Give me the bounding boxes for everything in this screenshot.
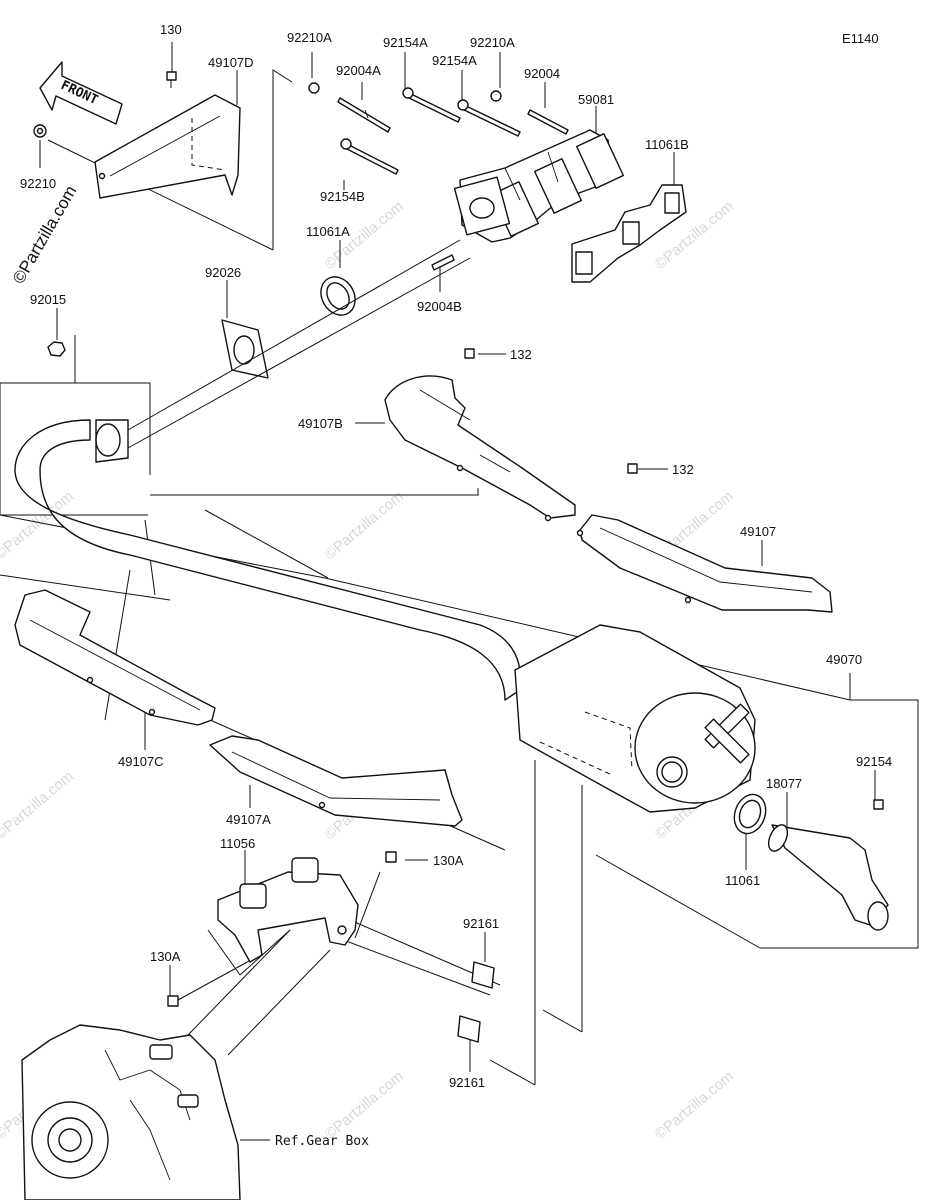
- part-label: 92210: [20, 176, 56, 191]
- part-label: 130: [160, 22, 182, 37]
- part-label: 92161: [449, 1075, 485, 1090]
- nut-92210a: [308, 82, 502, 102]
- gasket-11061a: [320, 276, 356, 316]
- watermark: ©Partzilla.com: [652, 1068, 737, 1143]
- part-label: 49107A: [226, 812, 271, 827]
- exhaust-manifold-59081: [453, 129, 625, 243]
- watermark: ©Partzilla.com: [0, 768, 77, 843]
- part-label: 130A: [150, 949, 181, 964]
- heat-shield-49107c: [14, 589, 216, 726]
- exhaust-pipe: [14, 239, 521, 701]
- part-label: 132: [510, 347, 532, 362]
- spark-arrester-18077: [767, 824, 889, 931]
- bolt-92154: [873, 799, 884, 810]
- part-label: 130A: [433, 853, 464, 868]
- watermark: ©Partzilla.com: [322, 1068, 407, 1143]
- bolt-92004a: [337, 97, 391, 133]
- watermark: ©Partzilla.com: [322, 488, 407, 563]
- part-label: 11056: [220, 836, 255, 851]
- part-label: 11061: [725, 873, 760, 888]
- part-label: 92004A: [336, 63, 381, 78]
- heat-shield-49107d: [94, 94, 241, 199]
- ref-gear-box-note: Ref.Gear Box: [275, 1134, 369, 1149]
- bolt-130a: [167, 851, 397, 1007]
- front-arrow-icon: FRONT: [39, 61, 123, 125]
- part-label: 92154A: [383, 35, 428, 50]
- bushing-92161: [457, 961, 495, 1043]
- part-label: 59081: [578, 92, 614, 107]
- part-label: 92154: [856, 754, 892, 769]
- part-label: 92004B: [417, 299, 462, 314]
- stud-92004b: [431, 254, 455, 271]
- part-label: 92154B: [320, 189, 365, 204]
- copyright-text: ©Partzilla.com: [9, 182, 80, 287]
- part-label: 92026: [205, 265, 241, 280]
- part-label: 11061B: [645, 137, 689, 152]
- bolt-132: [464, 348, 638, 474]
- gear-box: [21, 1024, 241, 1200]
- part-labels: 130 49107D 92210 92210A 92004A 92154A 92…: [20, 22, 892, 1149]
- part-label: 49070: [826, 652, 862, 667]
- heat-shield-49107a: [209, 735, 463, 827]
- gasket-11061: [733, 793, 767, 835]
- part-label: 49107C: [118, 754, 164, 769]
- bracket-11056: [217, 857, 359, 963]
- part-label: 49107B: [298, 416, 343, 431]
- part-label: 92210A: [287, 30, 332, 45]
- nut-92210: [33, 124, 47, 138]
- part-label: 49107D: [208, 55, 254, 70]
- part-label: 18077: [766, 776, 802, 791]
- part-label: 92004: [524, 66, 560, 81]
- bolt-92154a: [402, 87, 521, 137]
- part-label: 11061A: [306, 224, 350, 239]
- stud-92004: [527, 109, 569, 135]
- part-label: 132: [672, 462, 694, 477]
- bolt-92154b: [340, 138, 399, 175]
- part-label: 49107: [740, 524, 776, 539]
- part-label: 92154A: [432, 53, 477, 68]
- heat-shield-49107b: [384, 375, 576, 522]
- part-label: 92210A: [470, 35, 515, 50]
- muffler-49070: [514, 624, 756, 813]
- part-label: 92015: [30, 292, 66, 307]
- heat-shield-49107: [576, 514, 833, 613]
- gasket-92026: [221, 319, 269, 379]
- nut-92015: [47, 341, 66, 357]
- bolt-130: [166, 71, 177, 88]
- part-label: 92161: [463, 916, 499, 931]
- gasket-11061b: [571, 184, 687, 283]
- diagram-code: E1140: [842, 31, 879, 46]
